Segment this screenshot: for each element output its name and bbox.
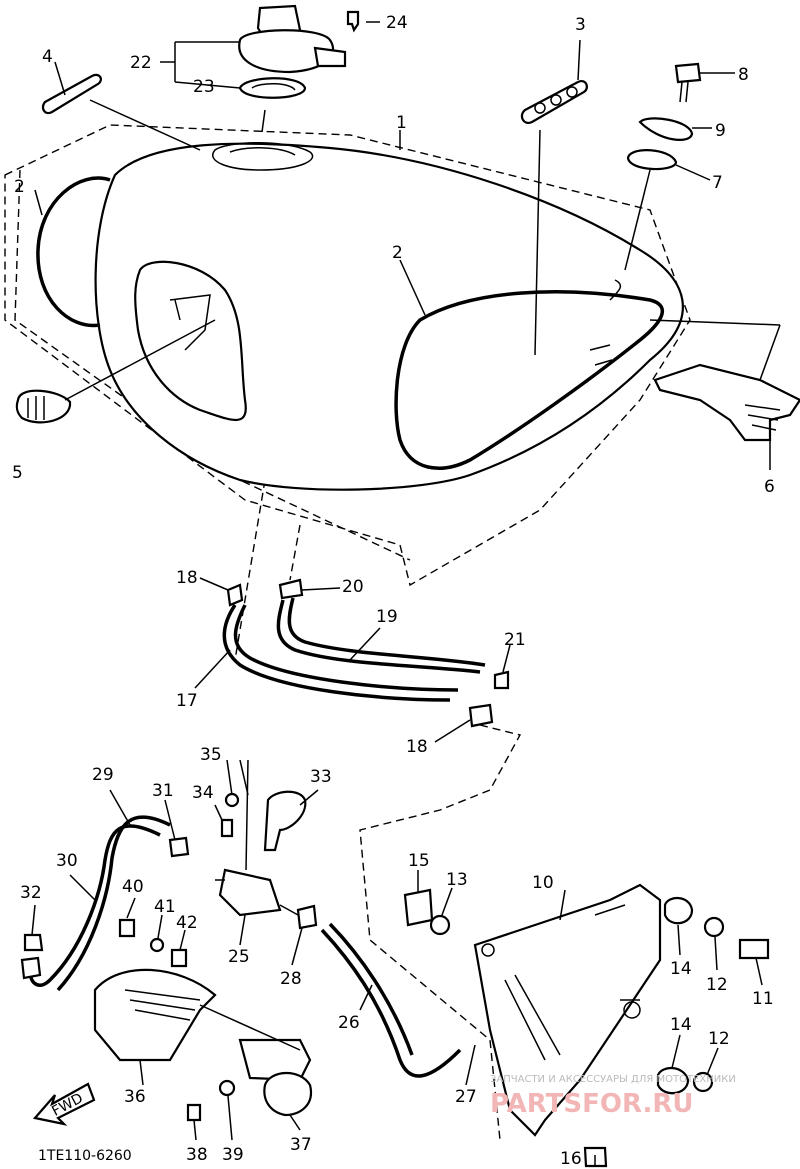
label-30: 30	[56, 851, 78, 871]
label-12-top: 12	[706, 975, 728, 995]
fuel-line-26	[320, 922, 462, 1078]
label-9: 9	[715, 121, 726, 141]
label-42: 42	[176, 913, 198, 933]
label-12-bottom: 12	[708, 1029, 730, 1049]
label-2-right: 2	[392, 243, 403, 263]
label-27: 27	[455, 1087, 477, 1107]
label-22: 22	[130, 53, 152, 73]
leader-lines	[34, 21, 781, 470]
label-4: 4	[42, 47, 53, 67]
bracket-6	[653, 363, 800, 442]
label-5: 5	[12, 463, 23, 483]
fuel-cock-37	[186, 1038, 313, 1122]
rubber-band-left	[36, 176, 111, 328]
label-6: 6	[764, 477, 775, 497]
label-33: 33	[310, 767, 332, 787]
label-31: 31	[152, 781, 174, 801]
label-37: 37	[290, 1135, 312, 1155]
label-8: 8	[738, 65, 749, 85]
label-25: 25	[228, 947, 250, 967]
damper-7	[626, 149, 678, 171]
emblem-plate	[520, 80, 588, 124]
small-hardware	[118, 792, 451, 968]
watermark-small: ЗАПЧАСТИ И АКСЕССУАРЫ ДЛЯ МОТОТЕХНИКИ	[490, 1074, 736, 1085]
cap-gasket	[238, 77, 307, 99]
grommet-5	[15, 389, 72, 424]
forward-arrow-icon: FWD	[32, 1082, 96, 1126]
diagram-code: 1TE110-6260	[38, 1148, 132, 1164]
fuel-filter-25	[215, 868, 299, 917]
hose-assembly	[222, 578, 510, 728]
label-11: 11	[752, 989, 774, 1009]
label-14-top: 14	[670, 959, 692, 979]
label-29: 29	[92, 765, 114, 785]
label-35: 35	[200, 745, 222, 765]
filter-bracket-33	[263, 790, 307, 852]
label-34: 34	[192, 783, 214, 803]
label-36: 36	[124, 1087, 146, 1107]
label-39: 39	[222, 1145, 244, 1165]
label-17: 17	[176, 691, 198, 711]
label-24: 24	[386, 13, 408, 33]
label-21: 21	[504, 630, 526, 650]
label-1: 1	[396, 113, 407, 133]
label-2-left: 2	[14, 177, 25, 197]
washer-9	[638, 117, 694, 141]
cover-36	[93, 968, 217, 1062]
label-40: 40	[122, 877, 144, 897]
label-38: 38	[186, 1145, 208, 1165]
fuel-cap-assembly	[238, 4, 347, 74]
label-18-top: 18	[176, 568, 198, 588]
lower-leader-lines	[31, 759, 763, 1166]
label-3: 3	[575, 15, 586, 35]
label-15: 15	[408, 851, 430, 871]
fuel-tank	[94, 141, 684, 491]
cap-screw	[346, 10, 360, 33]
label-13: 13	[446, 870, 468, 890]
band-strip	[41, 73, 102, 115]
label-14-bottom: 14	[670, 1015, 692, 1035]
label-16: 16	[560, 1149, 582, 1169]
watermark-big: PARTSFOR.RU	[490, 1089, 693, 1119]
label-7: 7	[712, 173, 723, 193]
watermark: ЗАПЧАСТИ И АКСЕССУАРЫ ДЛЯ МОТОТЕХНИКИ PA…	[490, 1074, 736, 1119]
label-20: 20	[342, 577, 364, 597]
bolt-8	[674, 62, 702, 103]
label-23: 23	[193, 77, 215, 97]
grommets-right	[583, 897, 770, 1168]
hose-leaders	[194, 577, 511, 743]
label-26: 26	[338, 1013, 360, 1033]
label-41: 41	[154, 897, 176, 917]
label-18-bottom: 18	[406, 737, 428, 757]
part-labels: 1 2 2 3 4 5 6 7 8 9 10 11 12 12 13 14 14…	[12, 13, 775, 1169]
label-28: 28	[280, 969, 302, 989]
label-10: 10	[532, 873, 554, 893]
side-cover-10	[473, 883, 662, 1137]
fuel-line-left	[20, 815, 190, 992]
label-19: 19	[376, 607, 398, 627]
label-32: 32	[20, 883, 42, 903]
